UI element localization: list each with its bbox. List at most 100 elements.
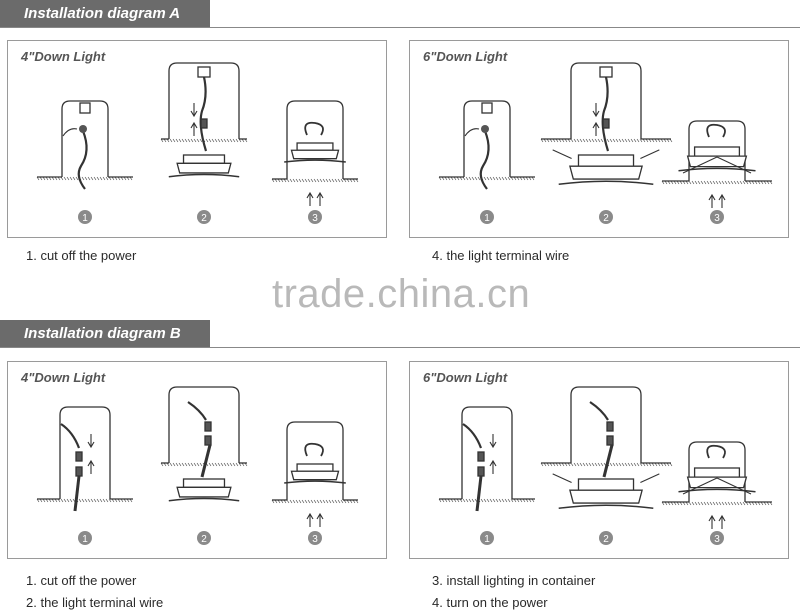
ceiling-hatch [574,463,576,466]
step-number: 2 [201,213,207,224]
ceiling-hatch [619,463,621,466]
ceiling-hatch [634,139,636,142]
lamp-driver [695,147,740,156]
ceiling-hatch [209,139,211,142]
ceiling-hatch [701,502,703,505]
ceiling-hatch [586,139,588,142]
wire [481,131,489,189]
ceiling-hatch [224,463,226,466]
diagram-b-6inch-steps: 123 [410,362,788,558]
ceiling-hatch [595,139,597,142]
ceiling-hatch [106,177,108,180]
ceiling-hatch [194,463,196,466]
step-number: 3 [312,213,318,224]
junction-box [600,67,612,77]
ceiling-hatch [719,181,721,184]
lamp-trim [284,160,346,162]
junction-box [198,67,210,77]
ceiling-hatch [610,463,612,466]
step-number: 1 [82,213,88,224]
ceiling-hatch [218,463,220,466]
ceiling-hatch [188,463,190,466]
ceiling-hatch [725,502,727,505]
ceiling-hatch [64,499,66,502]
ceiling-hatch [734,181,736,184]
ceiling-hatch [332,500,334,503]
ceiling-hatch [710,181,712,184]
ceiling-hatch [88,177,90,180]
ceiling-hatch [607,139,609,142]
wire [463,424,481,448]
housing-outline [287,422,343,500]
ceiling-hatch [592,463,594,466]
wire [61,424,79,448]
ceiling-hatch [335,500,337,503]
ceiling-hatch [215,463,217,466]
ceiling-hatch [338,500,340,503]
wire-lead [604,445,612,477]
wire-connector [205,436,211,445]
step-number: 1 [82,534,88,545]
ceiling-hatch [475,177,477,180]
ceiling-hatch [182,463,184,466]
ceiling-hatch [508,177,510,180]
wire-connector [201,119,207,128]
ceiling-hatch [296,500,298,503]
ceiling-hatch [305,500,307,503]
ceiling-hatch [197,463,199,466]
ceiling-hatch [91,499,93,502]
junction-box [482,103,492,113]
ceiling-hatch [287,179,289,182]
ceiling-hatch [719,502,721,505]
ceiling-hatch [493,177,495,180]
section-a-rule [0,27,800,28]
ceiling-hatch [698,181,700,184]
ceiling-hatch [70,499,72,502]
lamp-body [291,471,338,479]
ceiling-hatch [61,499,63,502]
ceiling-hatch [173,463,175,466]
ceiling-hatch [478,177,480,180]
ceiling-hatch [314,179,316,182]
ceiling-hatch [305,179,307,182]
junction-box [80,103,90,113]
ceiling-hatch [499,499,501,502]
ceiling-hatch [689,502,691,505]
ceiling-hatch [323,179,325,182]
housing-outline [60,407,110,499]
ceiling-hatch [236,463,238,466]
wire-connector [76,467,82,476]
ceiling-hatch [737,502,739,505]
lamp-driver [184,155,225,163]
ceiling-hatch [311,500,313,503]
ceiling-hatch [317,500,319,503]
ceiling-hatch [76,177,78,180]
ceiling-hatch [722,181,724,184]
watermark: trade.china.cn [272,272,530,317]
ceiling-hatch [64,177,66,180]
lamp-driver [578,479,633,490]
lamp-body [177,487,231,497]
ceiling-hatch [185,463,187,466]
housing-outline [169,387,239,463]
ceiling-hatch [233,463,235,466]
ceiling-hatch [230,463,232,466]
ceiling-hatch [100,177,102,180]
ceiling-hatch [704,181,706,184]
ceiling-hatch [484,177,486,180]
lamp-driver [184,479,225,487]
ceiling-hatch [296,179,298,182]
ceiling-hatch [91,177,93,180]
ceiling-hatch [728,181,730,184]
ceiling-hatch [613,139,615,142]
step-number: 1 [484,213,490,224]
wire [79,131,87,189]
ceiling-hatch [725,181,727,184]
ceiling-hatch [601,139,603,142]
step-number: 2 [603,213,609,224]
ceiling-hatch [619,139,621,142]
spring-clip [640,474,659,483]
curved-arrow-icon [465,129,479,136]
ceiling-hatch [707,181,709,184]
ceiling-hatch [595,463,597,466]
